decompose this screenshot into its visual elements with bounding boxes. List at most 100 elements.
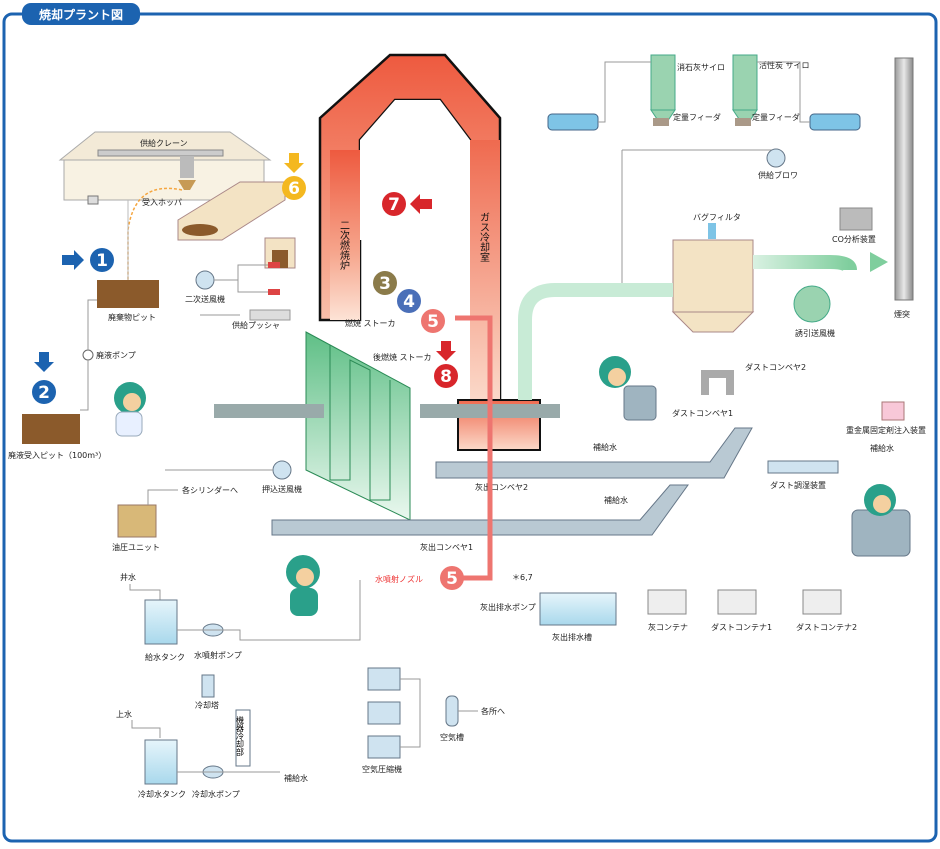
flue-duct <box>518 283 673 400</box>
gas-cooling-label: ガス冷却室 <box>478 212 490 262</box>
induced-fan-label: 誘引送風機 <box>795 328 835 338</box>
truck-icon <box>809 113 861 131</box>
svg-text:5: 5 <box>446 569 458 589</box>
secondary-fan-label: 二次送風機 <box>185 294 225 304</box>
marker-6: 6 <box>282 176 306 200</box>
svg-text:4: 4 <box>403 292 415 312</box>
water-spray-line <box>455 315 493 581</box>
arrow-icon <box>436 341 456 361</box>
lime-silo <box>650 54 676 126</box>
ash-drain-tank-label: 灰出排水槽 <box>552 632 592 642</box>
makeup-water-b-label: 補給水 <box>604 495 628 505</box>
well-water-line <box>129 584 161 600</box>
dust-container-2 <box>802 589 842 615</box>
bag-filter-label: バグフィルタ <box>693 212 741 222</box>
waste-pit-label: 廃棄物ピット <box>108 312 156 322</box>
dust-conveyor-1-label: ダストコンベヤ1 <box>672 408 733 418</box>
chimney <box>894 57 914 301</box>
chimney-label: 煙突 <box>894 309 910 319</box>
to-places-label: 各所へ <box>481 706 505 716</box>
heavy-metal-label: 重金属固定剤注入装置 <box>846 425 926 435</box>
svg-text:2: 2 <box>38 383 50 403</box>
bag-filter-top <box>708 223 716 239</box>
dust-container-1-label: ダストコンテナ1 <box>711 622 772 632</box>
grate-detail <box>329 345 391 501</box>
supply-crane-label: 供給クレーン <box>140 138 188 148</box>
air-tank <box>445 695 459 727</box>
carbon-silo-label: 活性炭 サイロ <box>759 60 810 70</box>
liquid-line-lower <box>80 360 89 411</box>
ash-conveyor-1 <box>271 484 689 536</box>
svg-text:1: 1 <box>96 251 108 271</box>
lime-silo-label: 消石灰サイロ <box>677 62 725 72</box>
compressor-unit <box>367 735 401 759</box>
spray-feed-line <box>250 580 361 641</box>
floor-slab-left <box>214 404 324 418</box>
diagram-frame <box>2 12 938 843</box>
liquid-line <box>87 299 97 350</box>
push-fan <box>272 460 292 480</box>
marker-8: 8 <box>434 364 458 388</box>
cooling-tower-label: 冷却塔 <box>195 700 219 710</box>
supply-tank <box>144 599 178 645</box>
carbon-silo <box>732 54 758 126</box>
secondary-chamber-label: 二次燃焼炉 <box>338 220 350 271</box>
ash-drain-pump-label: 灰出排水ポンプ <box>480 602 536 612</box>
to-cylinders-label: 各シリンダーへ <box>182 485 238 495</box>
co-analyzer-label: CO分析装置 <box>832 234 876 244</box>
arrow-icon <box>284 153 304 173</box>
marker-3: 3 <box>373 271 397 295</box>
liquid-pump-label: 廃液ポンプ <box>96 350 136 360</box>
ash-container-label: 灰コンテナ <box>648 622 688 632</box>
diagram-title: 焼却プラント図 <box>39 7 123 22</box>
flow-arrow <box>870 252 888 272</box>
spray-nozzle-label: 水噴射ノズル <box>375 574 423 584</box>
bag-filter-hopper <box>671 311 755 333</box>
burner-label: 燃焼 ストーカ <box>345 318 396 328</box>
secondary-chamber-column <box>330 150 360 320</box>
liquid-pit <box>22 414 80 444</box>
title-tab <box>22 3 140 25</box>
arrow-icon <box>34 352 54 372</box>
makeup-water-c-label: 補給水 <box>284 773 308 783</box>
mascot-icon <box>599 356 657 421</box>
mascot-icon <box>851 484 911 557</box>
air-nozzle <box>268 262 280 268</box>
cooling-tower <box>201 674 215 698</box>
dust-conditioner <box>767 460 839 474</box>
hydraulic-unit-label: 油圧ユニット <box>112 542 160 552</box>
compressor-label: 空気圧縮機 <box>362 764 402 774</box>
ash-container <box>647 589 687 615</box>
cooling-tank-label: 冷却水タンク <box>138 789 186 799</box>
dust-conveyor-1 <box>701 370 734 395</box>
carbon-fill-line <box>757 61 810 123</box>
supply-blower-label: 供給ブロワ <box>758 170 798 180</box>
supply-tank-label: 給水タンク <box>145 652 185 662</box>
truck-icon <box>547 113 599 131</box>
gas-cooling-column <box>470 140 500 400</box>
post-burner-label: 後燃焼 ストーカ <box>373 352 432 362</box>
liquid-pump-symbol <box>82 349 94 361</box>
marker-5-lower: 5 <box>440 566 464 590</box>
arrow-icon <box>62 250 84 270</box>
dust-container-1 <box>717 589 757 615</box>
compressor-unit <box>367 701 401 725</box>
heavy-metal-injector <box>881 401 905 421</box>
dust-conditioner-label: ダスト調湿装置 <box>770 480 826 490</box>
cooling-tank <box>144 739 178 785</box>
feeder-a-label: 定量フィーダ <box>673 112 721 122</box>
equipment-cooling <box>235 709 251 767</box>
air-nozzle <box>268 289 280 295</box>
fan-line-2 <box>237 280 270 293</box>
marker-2: 2 <box>32 380 56 404</box>
svg-text:5: 5 <box>427 312 439 332</box>
spray-pump-label: 水噴射ポンプ <box>194 650 242 660</box>
cooling-pump-label: 冷却水ポンプ <box>192 789 240 799</box>
feeder-b-label: 定量フィーダ <box>752 112 800 122</box>
svg-text:3: 3 <box>379 274 391 294</box>
tap-water-label: 上水 <box>116 709 132 719</box>
spray-pump-line <box>177 629 250 641</box>
secondary-fan <box>195 270 215 290</box>
